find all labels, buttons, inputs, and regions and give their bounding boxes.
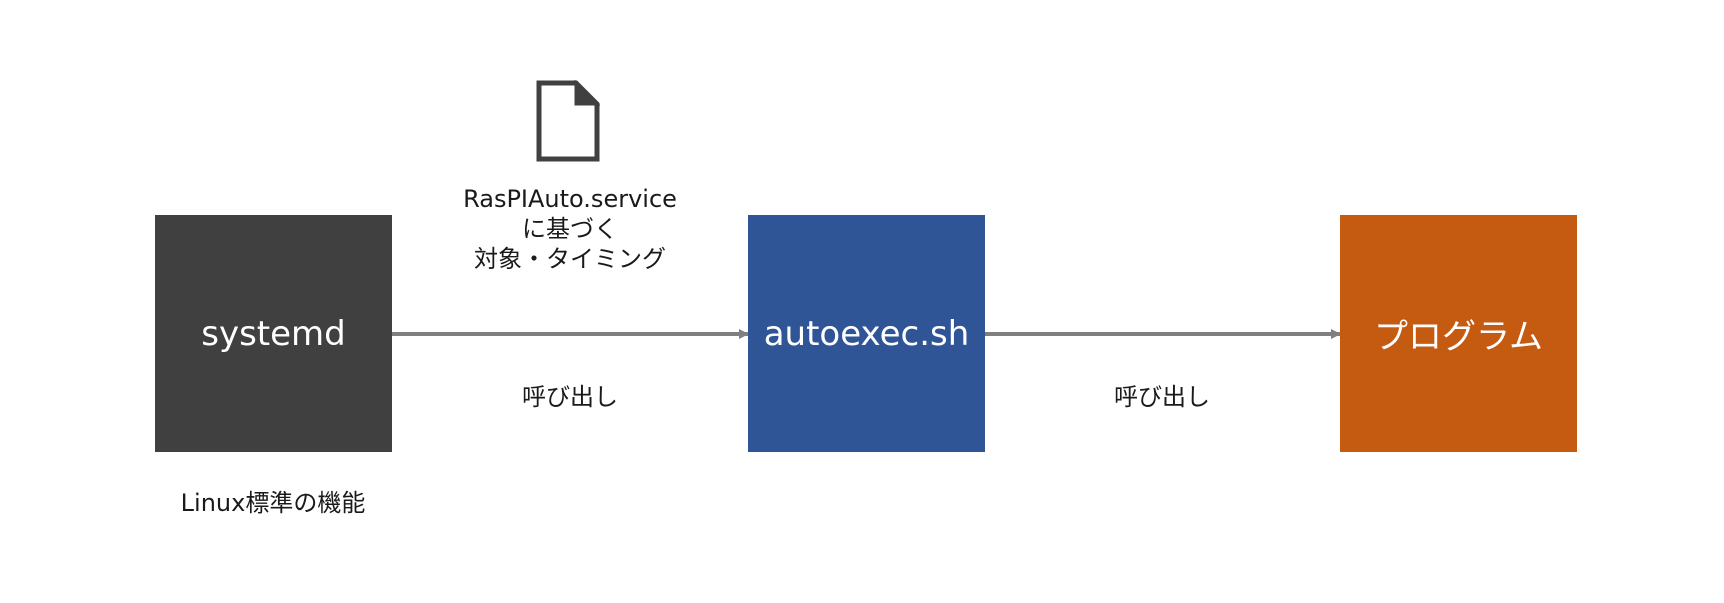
node-program: プログラム (1340, 215, 1577, 452)
file-icon (536, 80, 600, 162)
node-systemd-label: systemd (201, 313, 346, 354)
edge-label-systemd-autoexec: 呼び出し (522, 383, 618, 411)
service-note: RasPIAuto.service に基づく 対象・タイミング (430, 184, 710, 274)
service-note-line1: RasPIAuto.service (463, 185, 677, 213)
node-program-label: プログラム (1374, 317, 1543, 357)
node-autoexec-label: autoexec.sh (763, 313, 970, 354)
node-systemd: systemd (155, 215, 392, 452)
service-note-line2: に基づく (522, 215, 618, 243)
node-autoexec: autoexec.sh (748, 215, 985, 452)
edge-label-autoexec-program: 呼び出し (1114, 383, 1210, 411)
systemd-caption: Linux標準の機能 (180, 489, 366, 517)
service-note-line3: 対象・タイミング (474, 245, 666, 273)
